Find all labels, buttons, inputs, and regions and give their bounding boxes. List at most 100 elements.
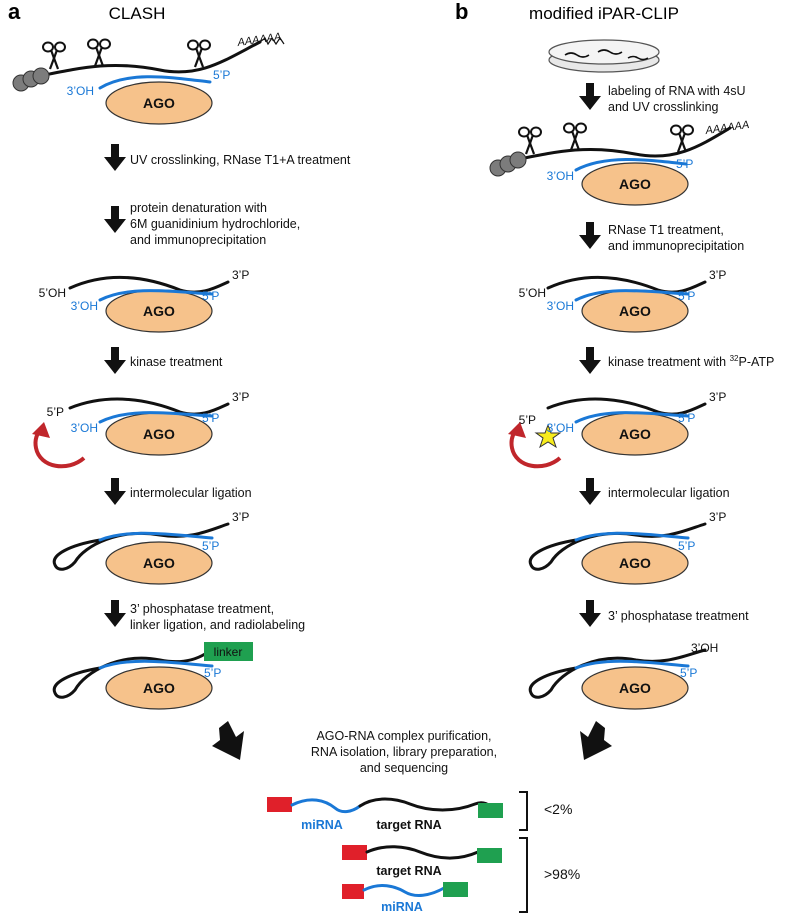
polya-text: AAAAAA xyxy=(236,31,282,49)
bracket-high xyxy=(519,837,528,913)
step-text: and immunoprecipitation xyxy=(130,233,266,247)
polya-text: AAAAAA xyxy=(704,119,750,137)
b-stage-2: AGO 5’OH 3’P 3’OH 5’P xyxy=(519,268,726,333)
petri-dish-icon xyxy=(548,39,660,73)
ago-label: AGO xyxy=(143,555,175,571)
target-rna-strand xyxy=(68,276,230,294)
target-3p-label: 3’P xyxy=(709,268,726,282)
arrow-down xyxy=(579,478,601,505)
linker-label: linker xyxy=(214,645,243,659)
mirna-5p-label: 5’P xyxy=(202,539,219,553)
mirna-3oh-label: 3’OH xyxy=(547,169,574,183)
mirna-3oh-label: 3’OH xyxy=(67,84,94,98)
linker-block xyxy=(204,642,253,661)
ago-label: AGO xyxy=(143,426,175,442)
ago-label: AGO xyxy=(143,303,175,319)
a-stage-1: AGO AAAAAA 3’OH 5’P xyxy=(12,31,285,125)
scissors-icon xyxy=(86,38,112,68)
mirna-3oh-label: 3’OH xyxy=(71,421,98,435)
arrow-down xyxy=(104,600,126,627)
target-5p-label: 5’P xyxy=(47,405,64,419)
mirna-segment xyxy=(362,884,446,897)
arrow-down xyxy=(579,83,601,110)
adapter-3-block xyxy=(443,882,468,897)
target-5oh-label: 5’OH xyxy=(39,286,66,300)
ago-protein xyxy=(105,81,213,125)
mirna-strand xyxy=(574,411,690,424)
b-stage-4: AGO 3’P 5’P xyxy=(528,510,726,585)
mirna-3oh-label: 3’OH xyxy=(71,299,98,313)
mirna-5p-label: 5’P xyxy=(213,68,230,82)
step-text: and immunoprecipitation xyxy=(608,239,744,253)
pct-low-label: <2% xyxy=(544,801,572,817)
arrow-down xyxy=(104,144,126,171)
chimeric-read: miRNA target RNA xyxy=(267,797,503,832)
sequencing-text: and sequencing xyxy=(360,761,448,775)
mirna-strand xyxy=(574,289,690,302)
kinase-atp-suffix: P-ATP xyxy=(739,355,775,369)
step-text: and UV crosslinking xyxy=(608,100,719,114)
arrow-down xyxy=(104,206,126,233)
target-3p-label: 3’P xyxy=(709,510,726,524)
target-3p-label: 3’P xyxy=(232,268,249,282)
a-stage-2: AGO 5’OH 3’P 3’OH 5’P xyxy=(39,268,249,333)
target-3oh-label: 3’OH xyxy=(691,641,718,655)
ago-protein xyxy=(581,162,689,206)
scissors-icon xyxy=(186,39,212,69)
target-rna-strand xyxy=(28,40,262,80)
sequencing-text: AGO-RNA complex purification, xyxy=(316,729,491,743)
target-5oh-label: 5’OH xyxy=(519,286,546,300)
target-5p-label: 5’P xyxy=(519,413,536,427)
ago-label: AGO xyxy=(619,680,651,696)
step-text: intermolecular ligation xyxy=(608,486,730,500)
step-text: UV crosslinking, RNase T1+A treatment xyxy=(130,153,351,167)
adapter-5-block xyxy=(267,797,292,812)
target-3p-label: 3’P xyxy=(232,510,249,524)
ago-label: AGO xyxy=(143,95,175,111)
ago-label: AGO xyxy=(619,303,651,319)
ligation-curl-arrowhead xyxy=(508,422,526,438)
mirna-strand xyxy=(98,411,214,424)
step-text: 3’ phosphatase treatment xyxy=(608,609,749,623)
polya-tail xyxy=(259,36,285,46)
mirna-strand xyxy=(98,289,214,302)
ribosome xyxy=(509,151,527,169)
b-stage-5: AGO 3’OH 5’P xyxy=(528,641,718,710)
scissors-icon xyxy=(562,122,588,152)
step-text: RNase T1 treatment, xyxy=(608,223,724,237)
mirna-strand xyxy=(98,659,214,670)
scissors-icon xyxy=(517,126,543,156)
step-text: labeling of RNA with 4sU xyxy=(608,84,746,98)
target-segment xyxy=(365,845,480,860)
panel-b-letter: b xyxy=(455,0,468,24)
adapter-5-block xyxy=(342,884,364,899)
mirna-5p-label: 5’P xyxy=(678,539,695,553)
shared-bottom: AGO-RNA complex purification, RNA isolat… xyxy=(267,729,580,914)
sequencing-text: RNA isolation, library preparation, xyxy=(311,745,497,759)
panel-b-title: modified iPAR-CLIP xyxy=(529,4,679,23)
mirna-label: miRNA xyxy=(381,900,423,914)
target-rna-strand xyxy=(68,397,230,416)
adapter-3-block xyxy=(478,803,503,818)
target-rna-strand xyxy=(546,397,707,416)
mirna-3oh-label: 3’OH xyxy=(547,299,574,313)
mirna-strand xyxy=(574,531,690,542)
ago-protein xyxy=(105,666,213,710)
arrow-down xyxy=(579,347,601,374)
mirna-5p-label: 5’P xyxy=(678,411,695,425)
target-segment xyxy=(358,797,500,814)
ago-label: AGO xyxy=(143,680,175,696)
mirna-strand xyxy=(574,659,690,670)
ago-label: AGO xyxy=(619,426,651,442)
step-text: 3’ phosphatase treatment, xyxy=(130,602,274,616)
kinase-atp-prefix: kinase treatment with xyxy=(608,355,730,369)
mirna-5p-label: 5’P xyxy=(204,666,221,680)
mirna-3oh-label: 3’OH xyxy=(547,421,574,435)
adapter-5-block xyxy=(342,845,367,860)
step-text: intermolecular ligation xyxy=(130,486,252,500)
mirna-5p-label: 5’P xyxy=(202,411,219,425)
mirna-label: miRNA xyxy=(301,818,343,832)
step-text: linker ligation, and radiolabeling xyxy=(130,618,305,632)
mirna-only-read: miRNA xyxy=(342,882,468,914)
arrow-down xyxy=(104,347,126,374)
